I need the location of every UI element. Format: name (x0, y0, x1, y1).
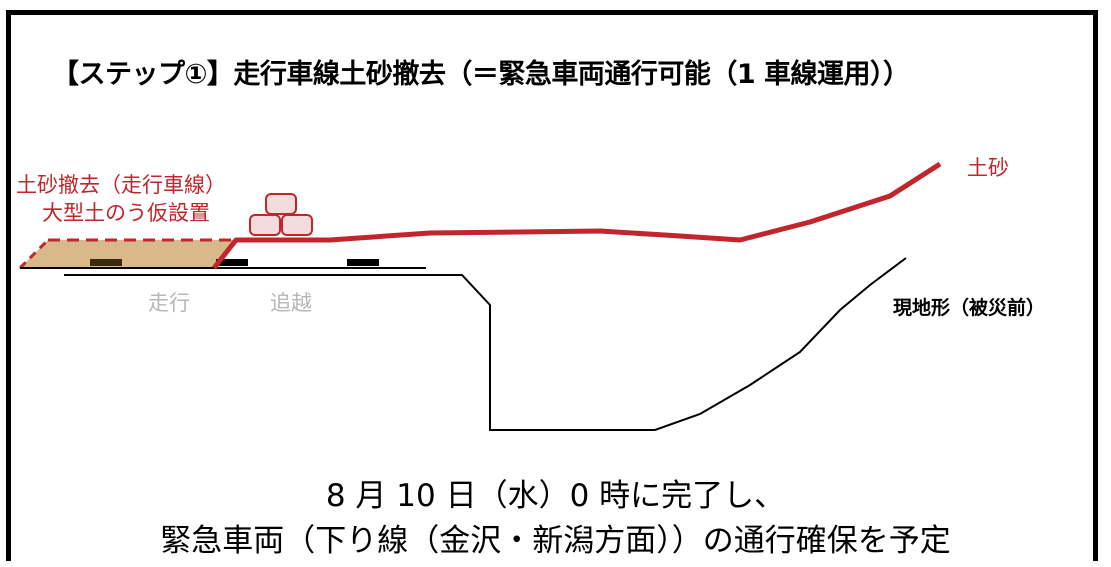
terrain-line (64, 257, 907, 431)
soil-line (212, 161, 942, 270)
lane-marker-overtake (347, 259, 379, 266)
removed-soil-area (20, 240, 236, 268)
diagram-frame (6, 10, 1098, 561)
lane-marker-shoulder (216, 259, 248, 266)
lane-label-overtake: 追越 (270, 291, 312, 315)
footer-line1: 8 月 10 日（水）0 時に完了し、 (325, 478, 786, 514)
lane-label-travel: 走行 (148, 291, 190, 315)
removed-soil-dashed-left (18, 238, 50, 270)
sandbag-top (265, 193, 297, 215)
removal-label-line2: 大型土のう仮設置 (42, 201, 210, 225)
sandbag-bottom-right (281, 214, 313, 236)
sandbag-bottom-left (249, 214, 281, 236)
terrain-label: 現地形（被災前） (893, 297, 1046, 319)
footer-line2: 緊急車両（下り線（金沢・新潟方面））の通行確保を予定 (160, 523, 951, 559)
soil-label: 土砂 (967, 156, 1009, 180)
step-title: 【ステップ①】走行車線土砂撤去（＝緊急車両通行可能（1 車線運用）） (52, 59, 910, 90)
removal-label-line1: 土砂撤去（走行車線） (16, 173, 226, 197)
lane-marker-travel (90, 259, 122, 266)
